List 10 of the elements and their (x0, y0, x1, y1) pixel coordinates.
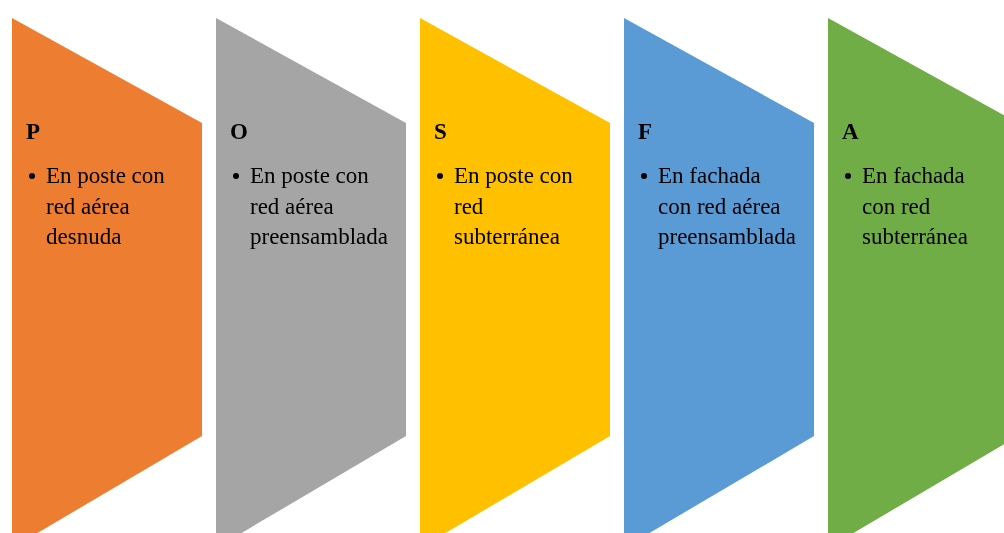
bullet-text: En poste con red aérea desnuda (46, 162, 166, 251)
bullet-text: En fachada con red subterránea (862, 162, 969, 251)
bullet-text: En fachada con red aérea preensamblada (658, 162, 797, 251)
step-heading: P (26, 118, 41, 146)
step-heading: O (230, 118, 248, 146)
step-heading: S (434, 118, 447, 146)
step-heading: F (638, 118, 653, 146)
step-heading: A (842, 118, 859, 146)
bullet-text: En poste con red subterránea (454, 162, 574, 251)
bullet-text: En poste con red aérea preensamblada (250, 162, 389, 251)
